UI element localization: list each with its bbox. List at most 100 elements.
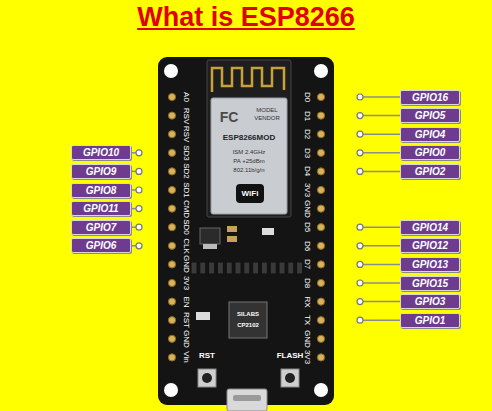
leader-dot bbox=[136, 224, 142, 230]
pin-pad bbox=[317, 131, 324, 138]
leader-line bbox=[131, 226, 136, 228]
mounting-hole bbox=[164, 383, 178, 397]
leader-line bbox=[131, 189, 136, 191]
leader-line bbox=[363, 96, 400, 98]
wifi-badge bbox=[236, 184, 264, 203]
gpio-text: GPIO9 bbox=[72, 165, 130, 178]
gpio-text: GPIO8 bbox=[72, 184, 130, 197]
gpio-tag: GPIO5 bbox=[400, 108, 460, 123]
pin-pad bbox=[168, 354, 175, 361]
gpio-text: GPIO11 bbox=[72, 202, 130, 215]
pin-label: GND bbox=[182, 256, 190, 274]
pin-label: D0 bbox=[303, 92, 311, 102]
header-pin bbox=[261, 262, 267, 274]
leader-dot bbox=[357, 280, 363, 286]
leader-dot bbox=[357, 261, 363, 267]
board-marking: ESP8266MOD bbox=[223, 134, 275, 142]
header-pin bbox=[279, 262, 285, 274]
leader-line bbox=[131, 245, 136, 247]
board-marking: MODEL bbox=[256, 107, 277, 113]
gpio-text: GPIO15 bbox=[401, 277, 459, 290]
header-pin bbox=[270, 262, 276, 274]
pin-pad bbox=[168, 149, 175, 156]
gpio-tag: GPIO16 bbox=[400, 90, 460, 105]
leader-dot bbox=[357, 131, 363, 137]
gpio-tag: GPIO2 bbox=[400, 164, 460, 179]
gpio-text: GPIO1 bbox=[401, 314, 459, 327]
pin-label: SD0 bbox=[182, 219, 190, 235]
mounting-hole bbox=[314, 383, 328, 397]
pin-label: GND bbox=[303, 330, 311, 348]
capacitor bbox=[227, 236, 237, 242]
gpio-text: GPIO10 bbox=[72, 146, 130, 159]
header-row bbox=[191, 262, 303, 274]
gpio-text: GPIO3 bbox=[401, 295, 459, 308]
leader-dot bbox=[357, 113, 363, 119]
pin-pad bbox=[168, 279, 175, 286]
voltage-regulator bbox=[200, 228, 220, 244]
gpio-tag: GPIO9 bbox=[71, 164, 131, 179]
gpio-text: GPIO4 bbox=[401, 128, 459, 141]
header-pin bbox=[217, 262, 223, 274]
metal-shield bbox=[211, 98, 287, 214]
board-marking: SILABS bbox=[237, 311, 259, 317]
header-pin bbox=[235, 262, 241, 274]
pin-label: D6 bbox=[303, 241, 311, 251]
pin-label: RSV bbox=[182, 126, 190, 142]
board-marking: ISM 2.4GHz bbox=[233, 149, 266, 155]
pin-label: RST bbox=[182, 312, 190, 328]
micro-usb-port bbox=[227, 389, 267, 411]
pin-pad bbox=[317, 242, 324, 249]
header-pin bbox=[297, 262, 303, 274]
rst-button bbox=[198, 369, 216, 387]
pin-pad bbox=[317, 261, 324, 268]
pin-label: SD1 bbox=[182, 182, 190, 198]
pin-label: Vin bbox=[182, 352, 190, 363]
leader-line bbox=[363, 245, 400, 247]
leader-dot bbox=[357, 299, 363, 305]
gpio-tag: GPIO7 bbox=[71, 220, 131, 235]
leader-dot bbox=[136, 150, 142, 156]
board-marking: FC bbox=[220, 110, 239, 124]
gpio-text: GPIO0 bbox=[401, 146, 459, 159]
regulator-tab bbox=[203, 244, 217, 249]
pin-pad bbox=[317, 168, 324, 175]
pin-pad bbox=[317, 93, 324, 100]
pin-label: D8 bbox=[303, 278, 311, 288]
leader-line bbox=[363, 152, 400, 154]
leader-line bbox=[363, 133, 400, 135]
pin-label: D3 bbox=[303, 148, 311, 158]
leader-line bbox=[363, 301, 400, 303]
esp-module bbox=[207, 60, 291, 217]
flash-button bbox=[281, 369, 299, 387]
board-marking: CP2102 bbox=[237, 322, 259, 328]
pin-pad bbox=[317, 224, 324, 231]
pin-pad bbox=[317, 354, 324, 361]
board-marking: 802.11b/g/n bbox=[233, 167, 264, 173]
pin-pad bbox=[317, 205, 324, 212]
leader-line bbox=[131, 171, 136, 173]
leader-line bbox=[363, 282, 400, 284]
title: What is ESP8266 bbox=[0, 2, 492, 33]
pin-label: GND bbox=[182, 330, 190, 348]
pin-pad bbox=[317, 298, 324, 305]
leader-dot bbox=[136, 168, 142, 174]
pcb-antenna bbox=[212, 68, 284, 92]
gpio-tag: GPIO11 bbox=[71, 201, 131, 216]
gpio-tag: GPIO10 bbox=[71, 145, 131, 160]
pin-label: 3V3 bbox=[303, 350, 311, 364]
leader-dot bbox=[357, 150, 363, 156]
header-pin bbox=[191, 262, 197, 274]
pin-pad bbox=[168, 112, 175, 119]
pin-pad bbox=[168, 224, 175, 231]
header-pin bbox=[253, 262, 259, 274]
board-marking: PA +25dBm bbox=[233, 158, 264, 164]
leader-dot bbox=[136, 187, 142, 193]
pin-label: TX bbox=[303, 315, 311, 325]
pin-label: D4 bbox=[303, 166, 311, 176]
pin-pad bbox=[317, 112, 324, 119]
board bbox=[158, 57, 334, 405]
leader-line bbox=[363, 319, 400, 321]
leader-line bbox=[363, 264, 400, 266]
leader-dot bbox=[357, 224, 363, 230]
